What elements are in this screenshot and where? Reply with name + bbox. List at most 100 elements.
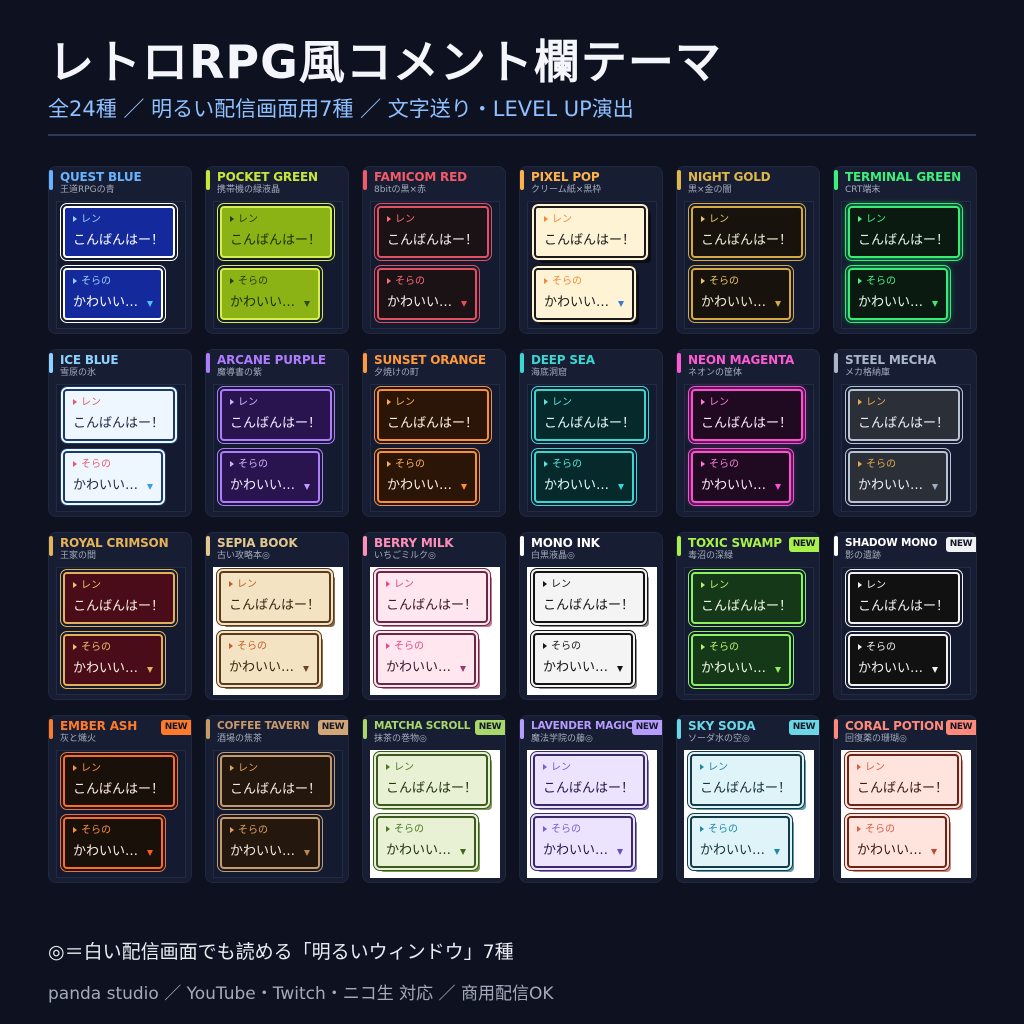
new-badge: NEW xyxy=(789,537,819,552)
theme-description: ネオンの筐体 xyxy=(688,368,743,378)
chat-window: レンこんばんはー！ xyxy=(687,751,805,809)
theme-accent-bar xyxy=(363,353,367,373)
next-cursor-icon xyxy=(147,301,153,307)
chat-message: こんばんはー！ xyxy=(543,781,635,796)
theme-description: 魔法学院の藤◎ xyxy=(531,734,593,744)
chat-window: レンこんばんはー！ xyxy=(217,203,335,261)
theme-preview: レンこんばんはー！そらのかわいい… xyxy=(56,567,186,695)
speaker-name: レン xyxy=(73,396,101,409)
speaker-name: レン xyxy=(386,761,414,774)
speaker-name: レン xyxy=(229,578,257,591)
speaker-name: レン xyxy=(387,213,415,226)
theme-accent-bar xyxy=(834,536,838,556)
chat-message: こんばんはー！ xyxy=(73,782,165,797)
speaker-name: レン xyxy=(230,213,258,226)
new-badge: NEW xyxy=(318,720,348,735)
speaker-arrow-icon xyxy=(544,399,548,405)
next-cursor-icon xyxy=(304,301,310,307)
chat-window: そらのかわいい… xyxy=(531,265,637,323)
theme-description: 王家の間 xyxy=(60,551,97,561)
theme-name: ARCANE PURPLE xyxy=(217,353,326,367)
speaker-arrow-icon xyxy=(544,461,548,467)
next-cursor-icon xyxy=(460,666,466,672)
speaker-arrow-icon xyxy=(701,582,705,588)
speaker-label: そらの xyxy=(709,642,739,653)
chat-message: こんばんはー！ xyxy=(858,416,950,431)
speaker-arrow-icon xyxy=(229,643,233,649)
speaker-label: レン xyxy=(238,763,258,774)
next-cursor-icon xyxy=(147,850,153,856)
theme-preview: レンこんばんはー！そらのかわいい… xyxy=(527,384,657,512)
chat-window: レンこんばんはー！ xyxy=(60,752,178,810)
speaker-label: そらの xyxy=(866,642,896,653)
chat-message: かわいい… xyxy=(543,660,609,675)
chat-message: かわいい… xyxy=(386,843,452,858)
theme-accent-bar xyxy=(520,536,524,556)
speaker-arrow-icon xyxy=(857,826,861,832)
chat-message: こんばんはー！ xyxy=(230,782,322,797)
speaker-arrow-icon xyxy=(386,643,390,649)
speaker-arrow-icon xyxy=(701,461,705,467)
speaker-label: レン xyxy=(395,214,415,225)
chat-window: レンこんばんはー！ xyxy=(373,568,491,626)
theme-description: 王道RPGの青 xyxy=(60,185,115,195)
theme-preview: レンこんばんはー！そらのかわいい… xyxy=(684,567,814,695)
speaker-arrow-icon xyxy=(73,278,77,284)
speaker-name: レン xyxy=(543,578,571,591)
speaker-label: そらの xyxy=(81,276,111,287)
theme-description: 黒×金の闇 xyxy=(688,185,732,195)
speaker-arrow-icon xyxy=(230,216,234,222)
theme-description: 海底洞窟 xyxy=(531,368,568,378)
chat-message: こんばんはー！ xyxy=(544,416,636,431)
theme-accent-bar xyxy=(363,719,367,739)
speaker-arrow-icon xyxy=(387,278,391,284)
chat-message: こんばんはー！ xyxy=(73,233,165,248)
speaker-arrow-icon xyxy=(387,399,391,405)
speaker-label: レン xyxy=(866,397,886,408)
theme-accent-bar xyxy=(49,536,53,556)
speaker-name: そらの xyxy=(230,824,268,837)
theme-name: SHADOW MONO xyxy=(845,537,938,549)
speaker-name: レン xyxy=(858,579,886,592)
speaker-label: そらの xyxy=(81,459,111,470)
speaker-name: レン xyxy=(230,762,258,775)
new-badge: NEW xyxy=(161,720,191,735)
speaker-name: そらの xyxy=(858,641,896,654)
theme-description: 魔導書の紫 xyxy=(217,368,263,378)
chat-window: そらのかわいい… xyxy=(374,265,480,323)
speaker-arrow-icon xyxy=(858,278,862,284)
speaker-name: そらの xyxy=(387,458,425,471)
speaker-arrow-icon xyxy=(701,399,705,405)
chat-window: そらのかわいい… xyxy=(217,814,323,872)
theme-preview: レンこんばんはー！そらのかわいい… xyxy=(527,201,657,329)
speaker-label: そらの xyxy=(394,641,424,652)
next-cursor-icon xyxy=(775,484,781,490)
speaker-label: レン xyxy=(866,214,886,225)
speaker-label: そらの xyxy=(709,276,739,287)
speaker-label: レン xyxy=(394,762,414,773)
